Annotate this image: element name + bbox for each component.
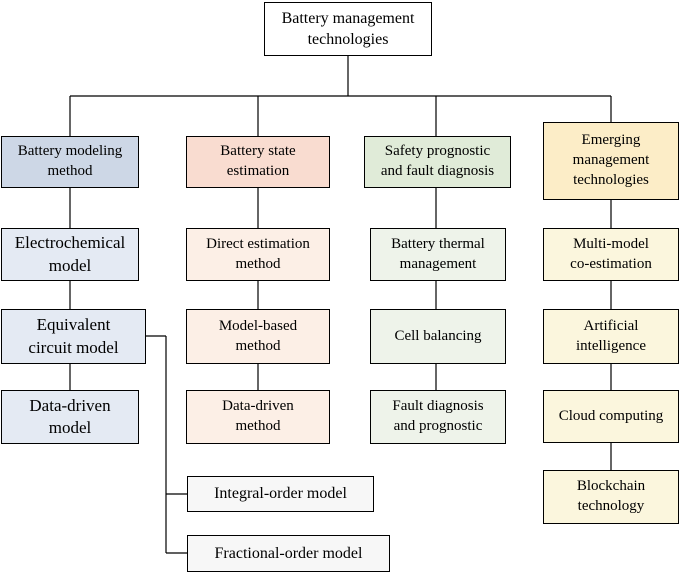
col2-header: Battery state estimation	[186, 136, 330, 188]
col1-item-3-label: Data-driven model	[29, 395, 111, 437]
col1-item-1: Electrochemical model	[1, 228, 139, 281]
col1-header: Battery modeling method	[1, 136, 139, 188]
col1-item-2-label: Equivalent circuit model	[28, 315, 119, 357]
col4-item-2-label: Artificial intelligence	[576, 317, 646, 354]
col2-item-1-label: Direct estimation method	[206, 235, 310, 272]
col4-item-3-label: Cloud computing	[558, 407, 664, 424]
col2-item-3-label: Data-driven method	[222, 398, 294, 434]
col4-item-4-label: Blockchain technology	[576, 478, 646, 514]
col4-item-3: Cloud computing	[543, 390, 679, 443]
col1-item-3: Data-driven model	[1, 390, 139, 444]
col3-item-2: Cell balancing	[370, 309, 506, 364]
col2-item-1: Direct estimation method	[186, 228, 330, 281]
col4-item-1: Multi-model co-estimation	[543, 228, 679, 281]
col1-item-2: Equivalent circuit model	[1, 309, 146, 364]
col4-item-2: Artificial intelligence	[543, 309, 679, 364]
col1-header-label: Battery modeling method	[17, 143, 123, 179]
col1-item-1-label: Electrochemical model	[14, 233, 126, 275]
col3-item-3: Fault diagnosis and prognostic	[370, 390, 506, 444]
col2-item-2: Model-based method	[186, 309, 330, 364]
col4-item-4: Blockchain technology	[543, 470, 679, 524]
col2-header-label: Battery state estimation	[220, 143, 296, 179]
col3-item-1-label: Battery thermal management	[391, 235, 485, 272]
col4-item-1-label: Multi-model co-estimation	[570, 235, 652, 272]
col3-header-label: Safety prognostic and fault diagnosis	[380, 143, 495, 179]
subitem-fractional-order-label: Fractional-order model	[214, 544, 363, 562]
col4-header-label: Emerging management technologies	[572, 132, 650, 188]
col3-item-2-label: Cell balancing	[394, 327, 482, 344]
col3-header: Safety prognostic and fault diagnosis	[364, 136, 511, 188]
root-node: Battery management technologies	[264, 2, 432, 56]
root-node-label: Battery management technologies	[281, 9, 415, 48]
subitem-fractional-order: Fractional-order model	[187, 535, 390, 572]
col2-item-2-label: Model-based method	[218, 317, 298, 354]
subitem-integral-order: Integral-order model	[187, 476, 374, 512]
col3-item-3-label: Fault diagnosis and prognostic	[392, 398, 484, 434]
subitem-integral-order-label: Integral-order model	[214, 485, 347, 503]
col4-header: Emerging management technologies	[543, 122, 679, 200]
col2-item-3: Data-driven method	[186, 390, 330, 444]
col3-item-1: Battery thermal management	[370, 228, 506, 281]
